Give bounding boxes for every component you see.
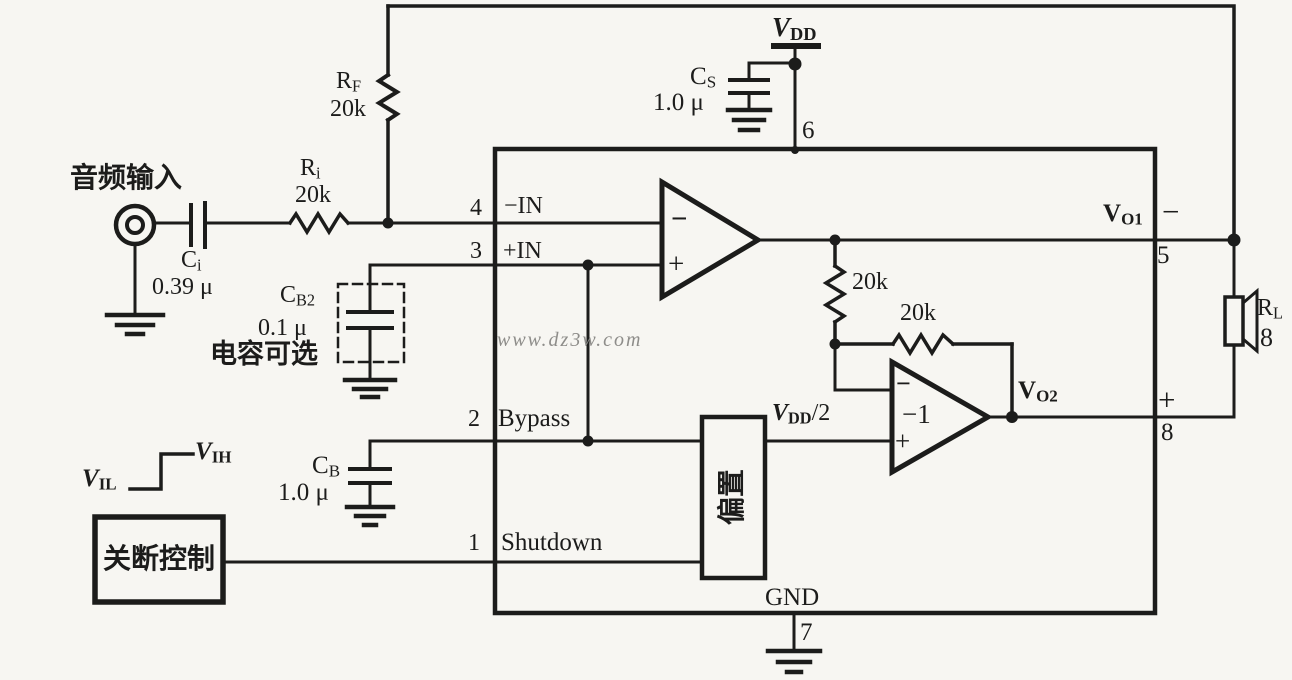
opamp2-triangle [889, 357, 994, 477]
cs-capacitor-symbol [725, 61, 773, 133]
step-waveform-icon [128, 452, 195, 491]
vo1-label: VO1 [1103, 200, 1143, 229]
cb-value: 1.0 μ [278, 479, 329, 506]
cb2-value: 0.1 μ [258, 315, 307, 341]
pin7-ground-symbol [765, 611, 823, 675]
opamp1-triangle [659, 177, 763, 302]
r-20k-feedback-symbol [833, 331, 1014, 419]
vdd-half-label: VDD/2 [772, 400, 831, 428]
rl-value: 8 [1260, 323, 1273, 352]
audio-connector-icon [104, 203, 166, 337]
vdd-supply-symbol [747, 43, 821, 151]
vih-label: VIH [195, 438, 232, 467]
pin2-number: 2 [468, 406, 480, 432]
vo2-label: VO2 [1018, 377, 1058, 406]
pin7-number: 7 [800, 619, 813, 646]
pin4-label: −IN [504, 193, 543, 219]
pin4-number: 4 [470, 195, 482, 221]
ri-resistor-symbol [287, 210, 351, 236]
feedback-loop-wire [386, 4, 1236, 242]
cb-capacitor-symbol [344, 439, 396, 528]
opamp1-minus-marker: − [671, 203, 688, 235]
bias-block-label: 偏置 [717, 468, 748, 526]
ci-value: 0.39 μ [152, 274, 213, 300]
speaker-icon [1223, 238, 1259, 419]
cb-name: CB [312, 452, 341, 481]
pin5-number: 5 [1157, 242, 1170, 269]
cs-value: 1.0 μ [653, 89, 704, 116]
opamp2-gain-label: −1 [902, 399, 931, 429]
cb2-name: CB2 [280, 282, 316, 310]
r1-20k-label: 20k [852, 269, 888, 295]
pin8-number: 8 [1161, 419, 1174, 446]
inverter-minus-wire [833, 342, 894, 392]
pin2-label: Bypass [498, 405, 571, 432]
r2-20k-label: 20k [900, 300, 936, 326]
pin6-number: 6 [802, 117, 815, 144]
ci-capacitor-symbol [189, 201, 207, 249]
pin1-label: Shutdown [501, 529, 603, 556]
vdd-label: VDD [772, 12, 817, 45]
pin3-label: +IN [503, 238, 542, 264]
audio-input-label: 音频输入 [70, 163, 183, 194]
cb2-note: 电容可选 [210, 339, 318, 369]
junction-dots [382, 57, 1241, 447]
pin1-number: 1 [468, 530, 480, 556]
gnd-label: GND [765, 584, 820, 611]
shutdown-control-box [92, 514, 226, 605]
rf-resistor-symbol [375, 4, 401, 225]
bias-block-outline [699, 414, 768, 581]
vil-label: VIL [82, 465, 117, 494]
opamp1-plus-marker: + [668, 248, 685, 280]
rl-name: RL [1257, 295, 1283, 323]
pin8-polarity: + [1158, 382, 1176, 417]
plus-in-wire [368, 263, 664, 443]
rf-value: 20k [330, 96, 366, 122]
ri-name: Ri [300, 155, 321, 183]
ci-name: Ci [181, 247, 202, 275]
watermark-text: www.dz3w.com [497, 329, 643, 351]
rf-name: RF [336, 68, 362, 96]
opamp2-plus-marker: + [895, 426, 911, 456]
pin3-number: 3 [470, 238, 482, 264]
ic-outline [492, 146, 1158, 616]
cs-name: CS [690, 63, 717, 92]
r-20k-vertical-symbol [822, 238, 848, 346]
opamp2-minus-marker: − [896, 369, 911, 398]
cb2-capacitor-symbol [336, 263, 406, 400]
shutdown-control-label: 关断控制 [102, 544, 216, 575]
pin5-polarity: − [1162, 194, 1180, 229]
ri-value: 20k [295, 182, 331, 208]
